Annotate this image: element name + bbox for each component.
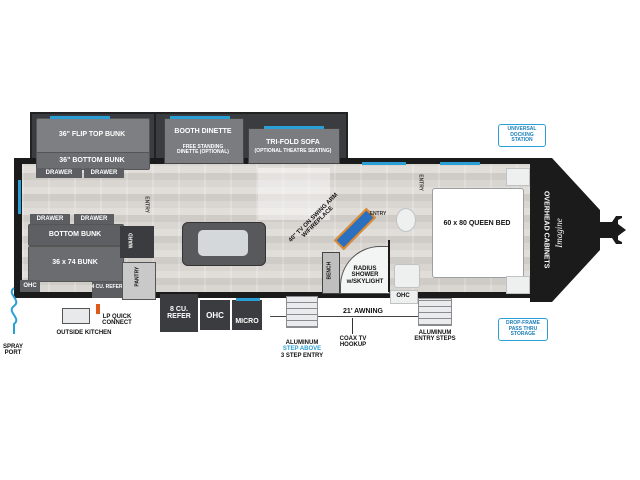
universal-docking-badge: UNIVERSAL DOCKING STATION: [498, 124, 546, 147]
window-micro: [236, 298, 260, 301]
pantry: [122, 262, 156, 300]
step-above-entry: [286, 296, 318, 328]
ohc-galley: [200, 300, 230, 330]
awning-line: [270, 316, 440, 317]
bottom-bunk-36-label: 36" BOTTOM BUNK: [59, 157, 125, 164]
aluminum-entry-steps: [418, 298, 452, 326]
brand-text: Imagine: [553, 218, 564, 248]
radius-shower-label: RADIUS SHOWER w/SKYLIGHT: [346, 266, 384, 285]
ward-label: WARD: [128, 232, 135, 249]
spray-hose-icon: [10, 287, 18, 334]
outside-kitchen-label: OUTSIDE KITCHEN: [56, 330, 112, 336]
drawer-bottom-2-label: DRAWER: [80, 216, 108, 222]
refer-small-label: 4 CU. REFER: [91, 284, 123, 290]
window-side: [18, 180, 21, 214]
drawer-top-1: [36, 168, 82, 178]
drawer-bottom-2: [74, 214, 114, 224]
entry-front-label: ENTRY: [417, 174, 424, 191]
bench: [322, 252, 340, 294]
step-line2: STEP ABOVE: [282, 346, 322, 353]
coax-label: COAX TV HOOKUP: [339, 336, 367, 349]
toilet: [396, 208, 416, 232]
bath-wall: [388, 240, 390, 292]
window-front-2: [440, 162, 480, 165]
window-bunk: [50, 116, 110, 119]
booth-dinette-label: BOOTH DINETTE: [174, 128, 232, 135]
ohc-bunk-label: OHC: [23, 283, 37, 289]
bench-label: BENCH: [326, 261, 333, 280]
micro: [232, 300, 262, 330]
ward: [120, 226, 154, 258]
drawer-bottom-1-label: DRAWER: [36, 216, 64, 222]
refer-8-label: 8 CU. REFER: [167, 306, 191, 321]
brand-logo: Imagine: [554, 208, 580, 258]
lp-quick-label: LP QUICK CONNECT: [102, 314, 132, 327]
spray-port-label: SPRAY PORT: [2, 344, 24, 357]
bottom-bunk-label: BOTTOM BUNK: [48, 231, 102, 238]
bunk-36x74: [28, 246, 124, 282]
step-above-callout: ALUMINUM STEP ABOVE 3 STEP ENTRY: [272, 340, 332, 359]
entry-bath-label: ENTRY: [369, 211, 387, 217]
awning-label: 21' AWNING: [338, 308, 388, 316]
queen-bed: [432, 188, 524, 278]
entry-rear-label: ENTRY: [143, 196, 150, 213]
ohc-galley-label: OHC: [206, 311, 224, 320]
nightstand-top: [506, 168, 530, 186]
tri-fold-sofa-label: TRI-FOLD SOFA: [266, 139, 320, 146]
drop-frame-badge: DROP-FRAME PASS THRU STORAGE: [498, 318, 548, 341]
drawer-top-1-label: DRAWER: [45, 170, 73, 176]
micro-label: MICRO: [235, 318, 259, 325]
window-sofa: [264, 126, 324, 129]
nightstand-bottom: [506, 276, 530, 294]
step-line3: 3 STEP ENTRY: [280, 352, 324, 359]
refer-small: [92, 282, 122, 298]
bath-sink: [394, 264, 420, 288]
ohc-bath-label: OHC: [396, 293, 410, 299]
pantry-label: PANTRY: [134, 266, 141, 287]
entry-steps-label: ALUMINUM ENTRY STEPS: [414, 330, 456, 343]
free-standing-dinette-label: FREE STANDING DINETTE (OPTIONAL): [177, 144, 229, 156]
queen-bed-label: 60 x 80 QUEEN BED: [443, 220, 511, 227]
window-front-1: [362, 162, 406, 165]
drawer-bottom-1: [30, 214, 70, 224]
drawer-top-2-label: DRAWER: [90, 170, 118, 176]
overhead-cabinets-label: OVERHEAD CABINETS: [542, 190, 550, 269]
front-cap: [530, 158, 626, 302]
flip-top-bunk-label: 36" FLIP TOP BUNK: [58, 131, 126, 138]
lp-connector: [96, 304, 100, 314]
bunk-36x74-label: 36 x 74 BUNK: [52, 259, 98, 266]
optional-theatre-label: (OPTIONAL THEATRE SEATING): [254, 148, 332, 154]
kitchen-sink: [198, 230, 248, 256]
dinette-floor-outline: [258, 168, 330, 220]
booth-dinette: [164, 118, 244, 164]
step-line1: ALUMINUM: [285, 340, 319, 346]
refer-8: [160, 294, 198, 332]
drawer-top-2: [84, 168, 124, 178]
coax-pointer: [352, 318, 353, 334]
ohc-bath: [390, 290, 418, 304]
window-dinette: [170, 116, 230, 119]
outside-kitchen-box: [62, 308, 90, 324]
ohc-bunk: [20, 280, 40, 292]
